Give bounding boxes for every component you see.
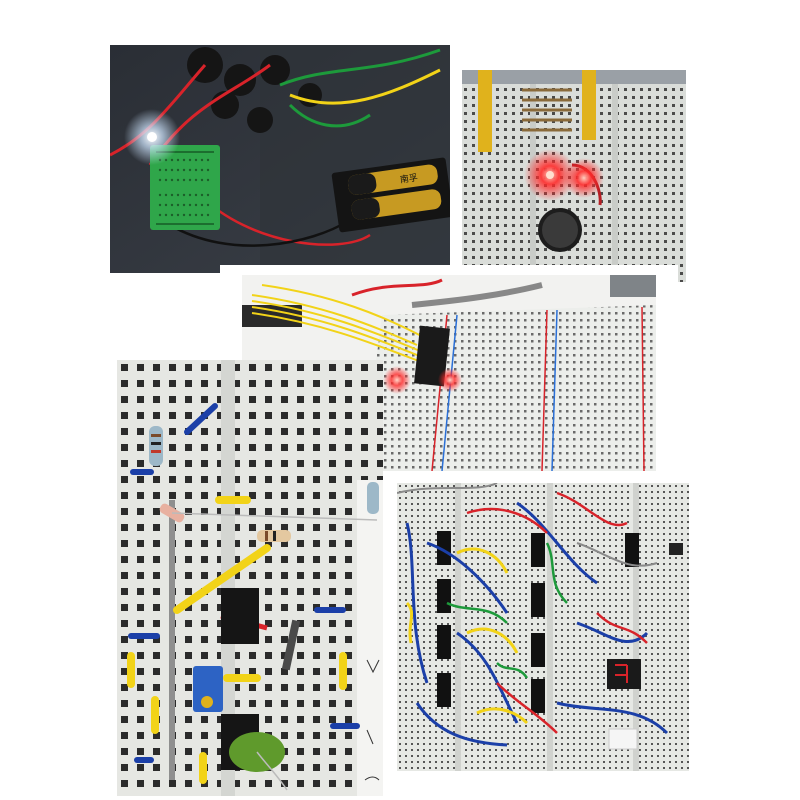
photo-breadboard-resistors-capacitor-image [117,360,383,796]
photo-breadboard-logic-seven-segment [397,483,689,771]
battery-label-text: 南孚 [399,171,419,185]
photo-breadboard-red-led-coin-cell-image [462,70,686,282]
photo-mini-breadboard-battery-image: 南孚 [110,45,450,273]
photo-breadboard-resistors-capacitor [117,360,383,796]
photo-mini-breadboard-battery: 南孚 [110,45,450,273]
photo-breadboard-logic-seven-segment-image [397,483,689,771]
photo-breadboard-red-led-coin-cell [462,70,686,282]
